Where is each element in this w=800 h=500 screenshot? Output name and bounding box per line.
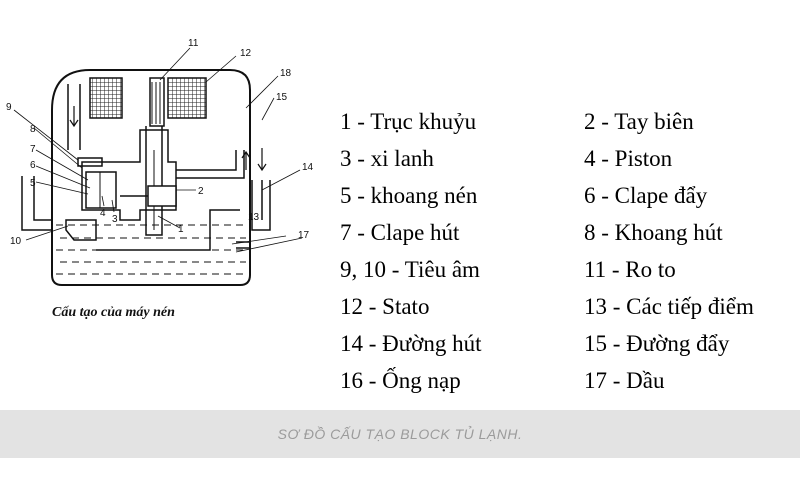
legend-row: 14 - Đường hút 15 - Đường đẩy bbox=[338, 325, 800, 362]
legend-item-8: 8 - Khoang hút bbox=[584, 220, 723, 245]
compressor-housing bbox=[51, 69, 251, 286]
callout-17: 17 bbox=[298, 230, 310, 241]
inlet-tube bbox=[67, 84, 81, 150]
legend-item-15: 15 - Đường đẩy bbox=[584, 331, 730, 356]
legend-item-7: 7 - Clape hút bbox=[340, 220, 460, 245]
legend-row: 1 - Trục khuỷu 2 - Tay biên bbox=[338, 103, 800, 140]
legend-row: 5 - khoang nén 6 - Clape đẩy bbox=[338, 177, 800, 214]
callout-11: 11 bbox=[188, 38, 199, 49]
legend-item-2: 2 - Tay biên bbox=[584, 109, 694, 134]
legend-item-1: 1 - Trục khuỷu bbox=[340, 109, 477, 134]
legend-item-9-10: 9, 10 - Tiêu âm bbox=[340, 257, 480, 282]
suction-tube-right bbox=[251, 180, 271, 231]
arrow-down-icon-right bbox=[257, 148, 267, 172]
legend-item-6: 6 - Clape đẩy bbox=[584, 183, 708, 208]
callout-13: 13 bbox=[248, 212, 260, 223]
callout-7: 7 bbox=[30, 144, 36, 155]
callout-6: 6 bbox=[30, 160, 36, 171]
suction-tube-left bbox=[21, 176, 52, 231]
callout-5: 5 bbox=[30, 178, 36, 189]
callout-10: 10 bbox=[10, 236, 22, 247]
discharge-line bbox=[176, 150, 245, 179]
discharge-line-lower bbox=[96, 209, 240, 251]
cylinder bbox=[85, 171, 117, 209]
caption-banner: SƠ ĐỒ CẤU TẠO BLOCK TỦ LẠNH. bbox=[0, 410, 800, 458]
callout-9: 9 bbox=[6, 102, 12, 113]
legend-item-11: 11 - Ro to bbox=[584, 257, 676, 282]
callout-15: 15 bbox=[276, 92, 288, 103]
legend-item-4: 4 - Piston bbox=[584, 146, 673, 171]
legend-item-16: 16 - Ống nạp bbox=[340, 368, 461, 393]
callout-18: 18 bbox=[280, 68, 292, 79]
legend-row: 16 - Ống nạp 17 - Dầu bbox=[338, 362, 800, 399]
callout-3: 3 bbox=[112, 214, 118, 225]
parts-legend: 1 - Trục khuỷu 2 - Tay biên 3 - xi lanh … bbox=[338, 103, 800, 399]
legend-row: 12 - Stato 13 - Các tiếp điểm bbox=[338, 288, 800, 325]
stator-winding-right bbox=[167, 77, 207, 119]
crankshaft bbox=[145, 126, 163, 236]
connecting-rod bbox=[147, 185, 177, 207]
callout-2: 2 bbox=[198, 186, 204, 197]
oil-bath bbox=[56, 224, 246, 275]
callout-4: 4 bbox=[100, 208, 106, 219]
stator-winding-left bbox=[89, 77, 123, 119]
legend-item-13: 13 - Các tiếp điểm bbox=[584, 294, 754, 319]
muffler-bottom bbox=[65, 219, 97, 241]
callout-8: 8 bbox=[30, 124, 36, 135]
compressor-frame bbox=[81, 129, 177, 221]
callout-12: 12 bbox=[240, 48, 252, 59]
legend-item-5: 5 - khoang nén bbox=[340, 183, 478, 208]
callout-14: 14 bbox=[302, 162, 314, 173]
arrow-up-icon bbox=[241, 150, 251, 170]
muffler-top bbox=[77, 157, 103, 167]
callout-1: 1 bbox=[178, 224, 184, 235]
legend-item-3: 3 - xi lanh bbox=[340, 146, 434, 171]
legend-item-14: 14 - Đường hút bbox=[340, 331, 482, 356]
legend-item-17: 17 - Dầu bbox=[584, 368, 665, 393]
compressor-drawing: 1 2 3 4 5 6 7 8 9 10 11 12 13 14 15 17 1… bbox=[6, 38, 314, 286]
arrow-down-icon bbox=[69, 106, 79, 128]
legend-item-12: 12 - Stato bbox=[340, 294, 430, 319]
banner-caption: SƠ ĐỒ CẤU TẠO BLOCK TỦ LẠNH. bbox=[277, 426, 523, 442]
legend-row: 7 - Clape hút 8 - Khoang hút bbox=[338, 214, 800, 251]
diagram-caption: Cấu tạo của máy nén bbox=[52, 305, 175, 320]
legend-row: 3 - xi lanh 4 - Piston bbox=[338, 140, 800, 177]
rotor bbox=[149, 77, 165, 127]
legend-row: 9, 10 - Tiêu âm 11 - Ro to bbox=[338, 251, 800, 288]
compressor-diagram: 1 2 3 4 5 6 7 8 9 10 11 12 13 14 15 17 1… bbox=[0, 30, 330, 330]
